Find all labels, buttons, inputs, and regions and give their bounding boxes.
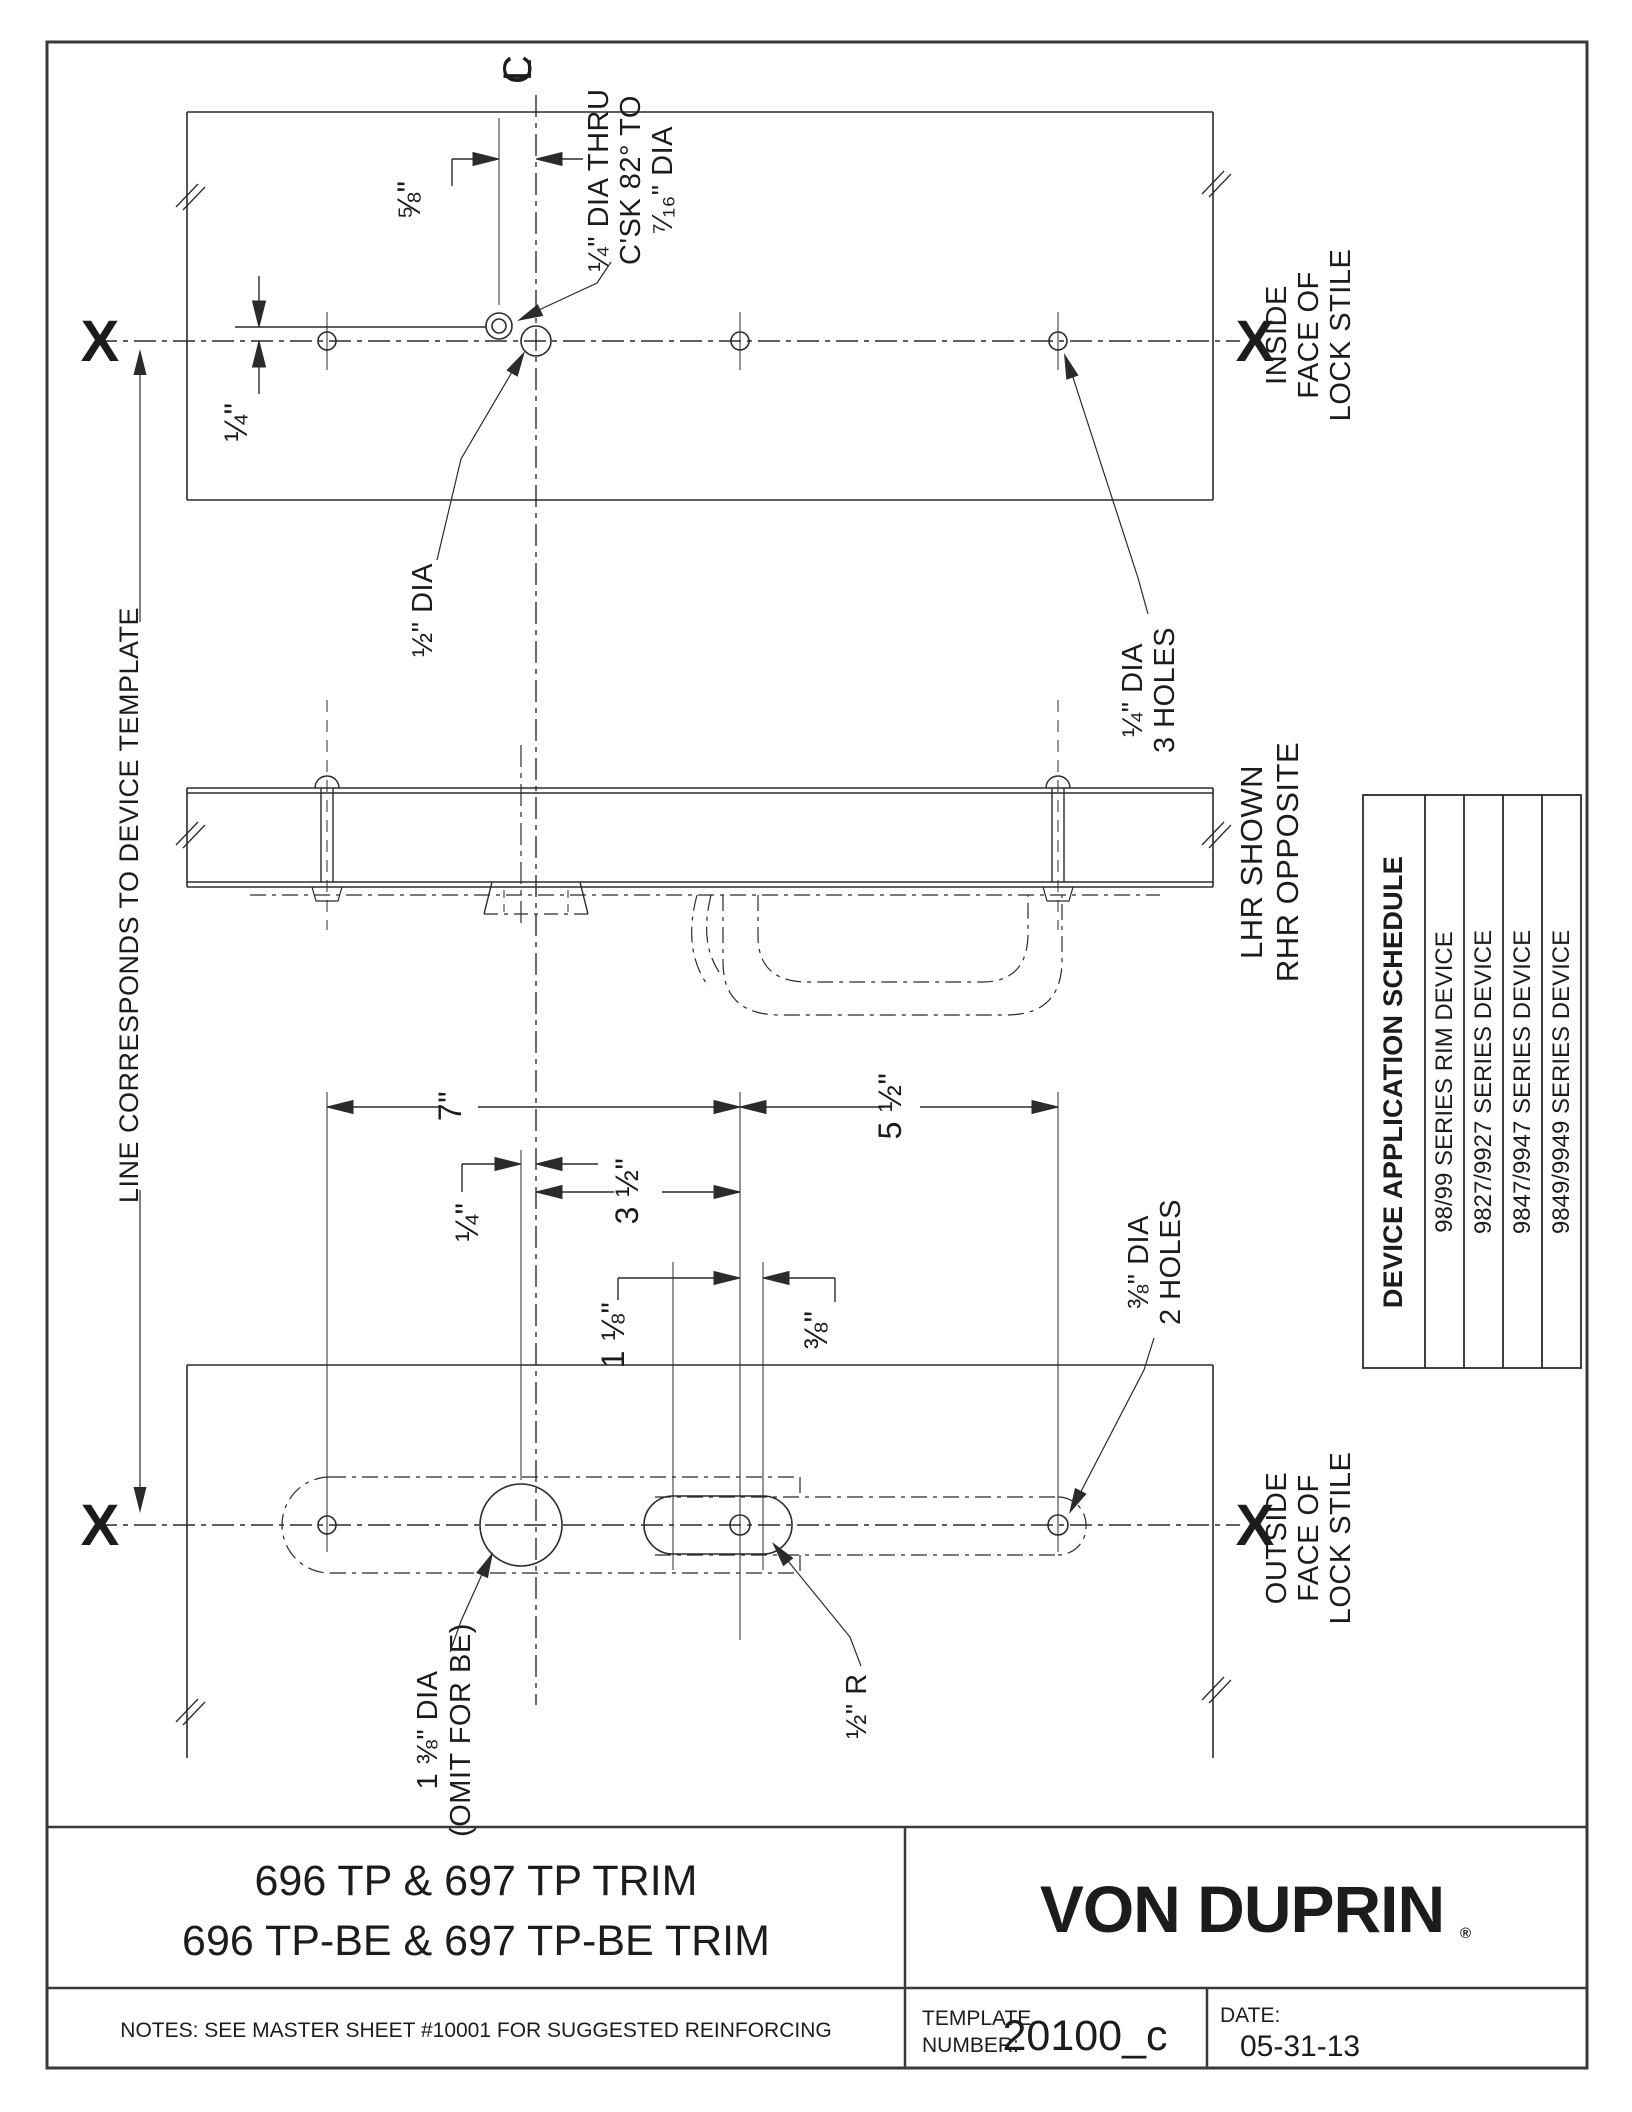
section-center-post: [483, 745, 589, 928]
dim-7: [326, 1099, 741, 1115]
obround-slot: [643, 1495, 793, 1555]
dim-1-4-mid: [461, 1156, 598, 1192]
x-mark-top-right: X: [1236, 309, 1275, 374]
svg-text:3 HOLES: 3 HOLES: [1149, 627, 1181, 753]
schedule-row: 98/99 SERIES RIM DEVICE: [1431, 931, 1458, 1232]
dim-5-5: [739, 1099, 1059, 1115]
top-view-door-outline: [175, 111, 1232, 501]
registered-mark: ®: [1460, 1925, 1471, 1942]
line-corresponds-label: LINE CORRESPONDS TO DEVICE TEMPLATE: [114, 349, 147, 1513]
svg-text:½" DIA: ½" DIA: [407, 563, 439, 657]
schedule-row: 9827/9927 SERIES DEVICE: [1470, 930, 1497, 1234]
top-view-holes: [317, 312, 1068, 370]
dim-1-4-top: [251, 276, 267, 394]
section-hidden-pull: [691, 894, 1063, 1016]
svg-text:½" R: ½" R: [841, 1673, 873, 1738]
top-view-centerlines: [95, 95, 1240, 1705]
schedule-title: DEVICE APPLICATION SCHEDULE: [1378, 856, 1408, 1308]
date-value: 05-31-13: [1240, 2030, 1360, 2063]
sheet-border: [45, 40, 1589, 2070]
dim-1-18-and-3-8: [617, 1270, 836, 1302]
extension-lines: [326, 1092, 1059, 1640]
x-mark-top-left: X: [81, 309, 120, 374]
dim-1-18-text: 1 ⅛": [595, 1302, 631, 1369]
title-block: 696 TP & 697 TP TRIM 696 TP-BE & 697 TP-…: [120, 1857, 1471, 2063]
trim-plate-hidden-outline: [281, 1476, 1087, 1574]
dim-5-8: [451, 118, 583, 305]
svg-text:C'SK 82° TO: C'SK 82° TO: [615, 95, 647, 265]
half-r-label: ½" R: [772, 1542, 873, 1739]
svg-text:FACE OF: FACE OF: [1293, 271, 1325, 399]
outside-face-label: OUTSIDE FACE OF LOCK STILE: [1261, 1452, 1357, 1625]
svg-text:OUTSIDE: OUTSIDE: [1261, 1472, 1293, 1604]
svg-text:FACE OF: FACE OF: [1293, 1474, 1325, 1602]
section-bolt-left: [311, 700, 343, 930]
three-eighths-label: ⅜" DIA 2 HOLES: [1069, 1199, 1187, 1514]
x-mark-bottom-left: X: [81, 1493, 120, 1558]
dim-3-8-text: ⅜": [798, 1310, 834, 1349]
svg-text:1 ⅜" DIA: 1 ⅜" DIA: [412, 1670, 444, 1789]
inside-face-label: INSIDE FACE OF LOCK STILE: [1261, 249, 1357, 422]
device-application-schedule: DEVICE APPLICATION SCHEDULE 98/99 SERIES…: [1362, 794, 1582, 1369]
svg-text:LOCK STILE: LOCK STILE: [1325, 1452, 1357, 1625]
quarter-dia-label: ¼" DIA 3 HOLES: [1064, 353, 1181, 753]
svg-text:LHR SHOWN: LHR SHOWN: [1234, 765, 1269, 959]
date-label: DATE:: [1220, 2004, 1280, 2027]
countersunk-hole: [485, 312, 513, 340]
cylinder-hole: [479, 1483, 563, 1567]
sheet-title-line1: 696 TP & 697 TP TRIM: [255, 1857, 698, 1905]
svg-text:INSIDE: INSIDE: [1261, 285, 1293, 385]
svg-text:RHR OPPOSITE: RHR OPPOSITE: [1270, 742, 1305, 982]
svg-text:(OMIT FOR BE): (OMIT FOR BE): [445, 1623, 477, 1837]
svg-text:2 HOLES: 2 HOLES: [1155, 1199, 1187, 1325]
dim-7-text: 7": [432, 1091, 468, 1121]
template-number: 20100_c: [1003, 2012, 1168, 2060]
sheet-title-line2: 696 TP-BE & 697 TP-BE TRIM: [182, 1917, 770, 1965]
schedule-row: 9849/9949 SERIES DEVICE: [1548, 930, 1575, 1234]
dim-1-4-top-text: ¼": [218, 402, 254, 441]
svg-text:LINE CORRESPONDS TO DEVICE TEM: LINE CORRESPONDS TO DEVICE TEMPLATE: [114, 607, 144, 1203]
half-inch-hole: [520, 325, 552, 357]
lower-view-features: [317, 1483, 1069, 1567]
csk-label: ¼" DIA THRU C'SK 82° TO ⁷⁄₁₆" DIA: [517, 89, 679, 321]
svg-text:⁷⁄₁₆" DIA: ⁷⁄₁₆" DIA: [647, 126, 679, 234]
svg-text:¼" DIA THRU: ¼" DIA THRU: [583, 89, 615, 272]
template-label-2: NUMBER:: [922, 2034, 1019, 2057]
dim-5-5-text: 5 ½": [872, 1073, 908, 1140]
svg-text:¼" DIA: ¼" DIA: [1117, 643, 1149, 737]
svg-text:LOCK STILE: LOCK STILE: [1325, 249, 1357, 422]
brand-logo: VON DUPRIN: [1040, 1872, 1444, 1946]
x-mark-bottom-right: X: [1236, 1493, 1275, 1558]
dim-1-4-mid-text: ¼": [449, 1202, 485, 1241]
schedule-row: 9847/9947 SERIES DEVICE: [1509, 930, 1536, 1234]
lhr-label: LHR SHOWN RHR OPPOSITE: [1234, 742, 1305, 982]
section-bolt-right: [1042, 700, 1074, 930]
dim-5-8-text: ⅝": [391, 180, 427, 219]
template-label-1: TEMPLATE: [922, 2007, 1031, 2030]
svg-text:⅜" DIA: ⅜" DIA: [1123, 1215, 1155, 1309]
lower-view-door-outline: [95, 1364, 1240, 1758]
section-view: [175, 700, 1232, 1016]
big-dia-label: 1 ⅜" DIA (OMIT FOR BE): [412, 1552, 493, 1837]
centerline-symbol: CL: [503, 56, 531, 82]
notes-text: NOTES: SEE MASTER SHEET #10001 FOR SUGGE…: [120, 2019, 831, 2042]
dim-3-5: [535, 1184, 741, 1200]
half-dia-label: ½" DIA: [407, 351, 525, 657]
dim-3-5-text: 3 ½": [609, 1158, 645, 1225]
